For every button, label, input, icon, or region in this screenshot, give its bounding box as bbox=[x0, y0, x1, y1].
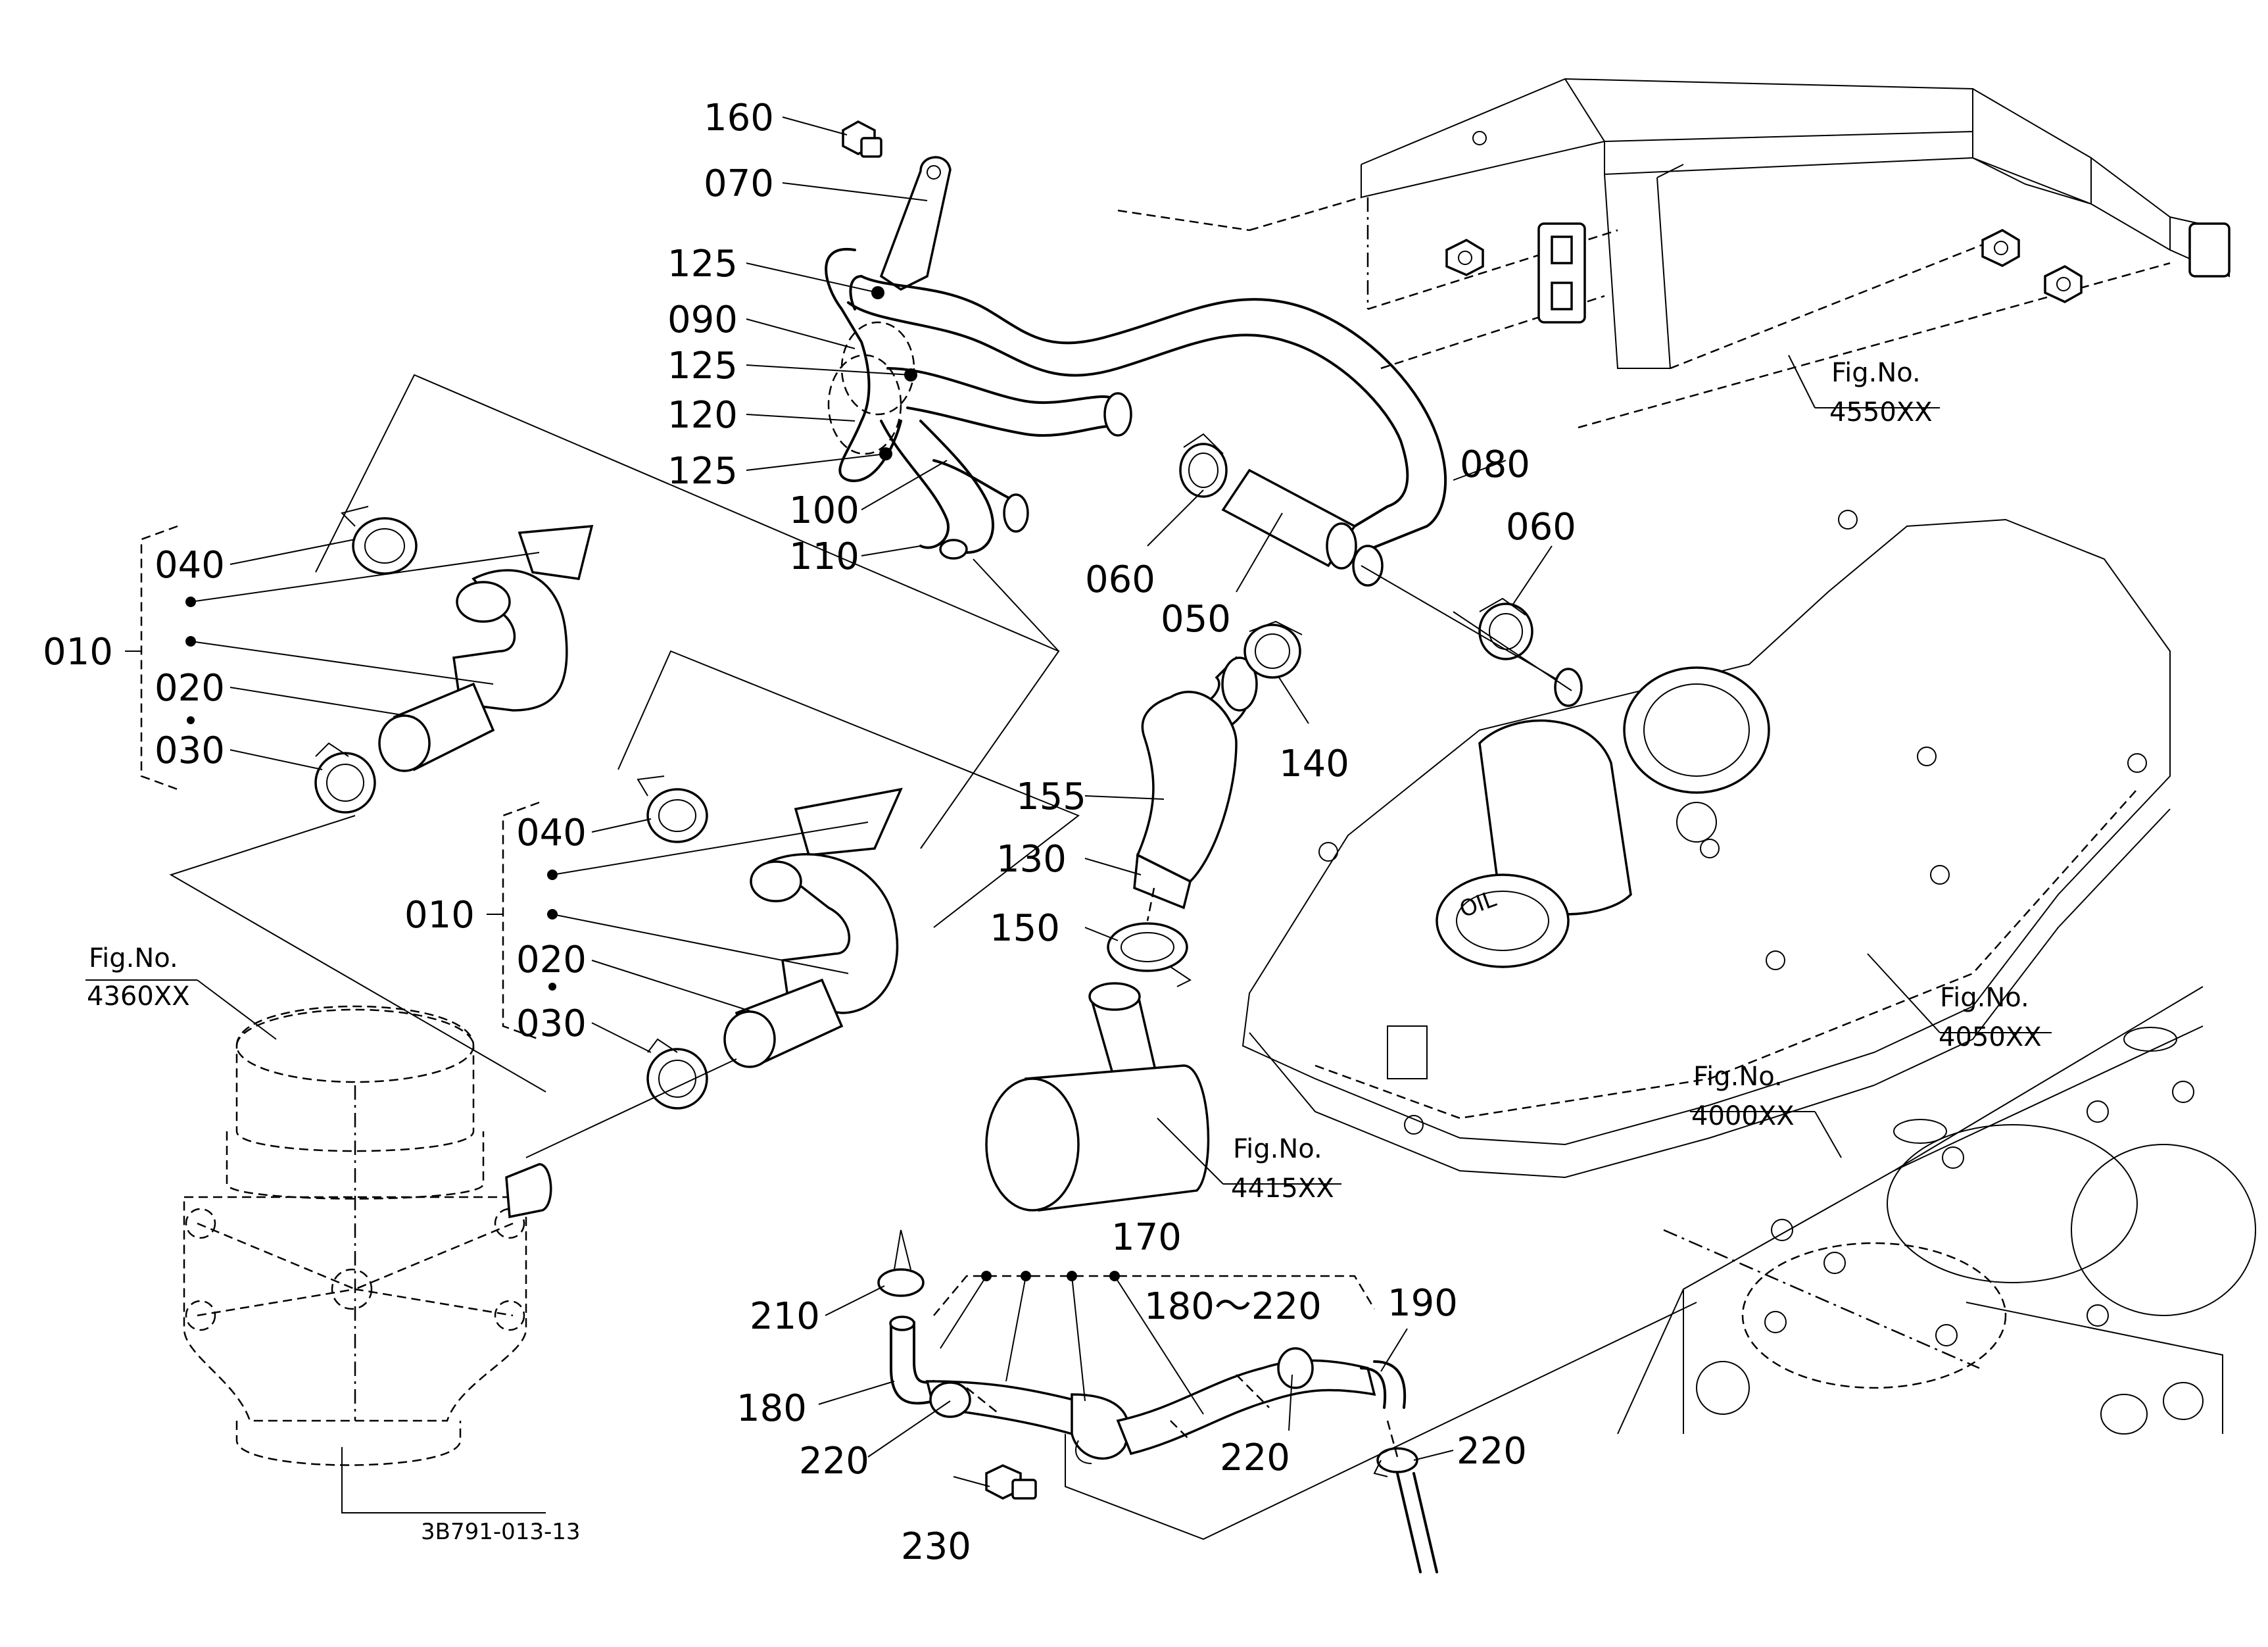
hose-assembly-010-upper bbox=[378, 525, 594, 772]
clamp-140-icon bbox=[1243, 620, 1303, 679]
fig-4000-title: Fig.No. bbox=[1693, 1062, 1783, 1092]
clamp-060-lower-icon bbox=[1478, 597, 1533, 660]
fig-4050-title: Fig.No. bbox=[1940, 983, 2029, 1013]
label-120: 120 bbox=[667, 394, 738, 437]
head-gasket-4000 bbox=[1617, 986, 2256, 1435]
label-110: 110 bbox=[789, 535, 859, 578]
label-230: 230 bbox=[901, 1525, 971, 1568]
label-010-lower: 010 bbox=[404, 894, 475, 937]
label-060-b: 060 bbox=[1506, 506, 1576, 549]
label-155: 155 bbox=[1016, 775, 1086, 818]
fig-4550-number: 4550XX bbox=[1829, 397, 1933, 428]
drawing-code: 3B791-013-13 bbox=[421, 1519, 581, 1545]
hose-155 bbox=[1136, 656, 1258, 883]
label-020-lower: 020 bbox=[516, 939, 587, 981]
fig-4360-number: 4360XX bbox=[87, 981, 190, 1012]
label-010-upper: 010 bbox=[43, 631, 113, 674]
pipe-190 bbox=[1386, 1420, 1438, 1573]
clamp-210-icon bbox=[877, 1229, 925, 1297]
hose-050 bbox=[1221, 468, 1357, 570]
label-140: 140 bbox=[1279, 743, 1349, 785]
figure-references: Fig.No. 4550XX Fig.No. 4360XX Fig.No. 40… bbox=[87, 358, 2042, 1204]
clamp-030-lower-icon bbox=[646, 1038, 708, 1110]
fig-4360-title: Fig.No. bbox=[89, 943, 178, 973]
label-220-mid: 220 bbox=[1220, 1437, 1290, 1479]
label-040-lower: 040 bbox=[516, 812, 587, 854]
fig-4415-title: Fig.No. bbox=[1233, 1134, 1322, 1164]
clamp-220-left-icon bbox=[929, 1381, 971, 1418]
label-150: 150 bbox=[990, 907, 1060, 950]
label-170: 170 bbox=[1111, 1216, 1182, 1259]
fig-4050-number: 4050XX bbox=[1939, 1022, 2042, 1052]
fig-4550-title: Fig.No. bbox=[1831, 358, 1921, 388]
frame-drawing bbox=[1117, 78, 2231, 429]
label-050: 050 bbox=[1161, 598, 1231, 641]
intake-pipe-4415 bbox=[985, 982, 1210, 1212]
label-070: 070 bbox=[704, 162, 774, 205]
hose-assembly-010-lower bbox=[723, 787, 903, 1068]
label-220-left: 220 bbox=[799, 1440, 869, 1483]
label-090: 090 bbox=[667, 299, 738, 341]
label-125-b: 125 bbox=[667, 345, 738, 387]
clamp-060-upper-icon bbox=[1179, 433, 1228, 498]
label-080: 080 bbox=[1460, 443, 1530, 486]
fig-4415-number: 4415XX bbox=[1231, 1173, 1334, 1204]
top-pipe-assembly bbox=[825, 120, 1447, 587]
clamp-040-lower-icon bbox=[637, 775, 708, 843]
label-180: 180 bbox=[736, 1387, 807, 1430]
label-160: 160 bbox=[704, 97, 774, 139]
label-040-upper: 040 bbox=[155, 544, 225, 587]
leader-lines bbox=[85, 116, 2052, 1487]
label-190: 190 bbox=[1387, 1282, 1458, 1325]
fuel-filter-4360 bbox=[183, 1005, 552, 1513]
label-180-220: 180～220 bbox=[1144, 1285, 1322, 1328]
pipe-130 bbox=[1133, 853, 1192, 910]
clamp-220-mid-icon bbox=[1277, 1347, 1314, 1389]
label-210: 210 bbox=[750, 1295, 820, 1338]
label-030-lower: 030 bbox=[516, 1002, 587, 1045]
return-hose-assembly-170 bbox=[889, 1315, 1407, 1460]
label-125-c: 125 bbox=[667, 450, 738, 493]
head-cover-4050: OIL bbox=[1242, 510, 2171, 1179]
fig-4000-number: 4000XX bbox=[1691, 1101, 1795, 1131]
label-100: 100 bbox=[789, 489, 859, 532]
label-130: 130 bbox=[996, 838, 1067, 881]
label-220-right: 220 bbox=[1457, 1430, 1527, 1473]
label-030-upper: 030 bbox=[155, 729, 225, 772]
label-125-a: 125 bbox=[667, 243, 738, 285]
clamp-030-upper-icon bbox=[314, 742, 376, 814]
clamp-150-icon bbox=[1107, 922, 1192, 987]
part-labels: 160 070 125 090 125 120 125 100 110 080 … bbox=[43, 97, 1576, 1568]
label-060-a: 060 bbox=[1085, 558, 1155, 601]
bolt-230-icon bbox=[985, 1464, 1037, 1500]
bolt-160-icon bbox=[842, 120, 882, 158]
label-020-upper: 020 bbox=[155, 667, 225, 710]
clamp-040-upper-icon bbox=[341, 506, 418, 575]
